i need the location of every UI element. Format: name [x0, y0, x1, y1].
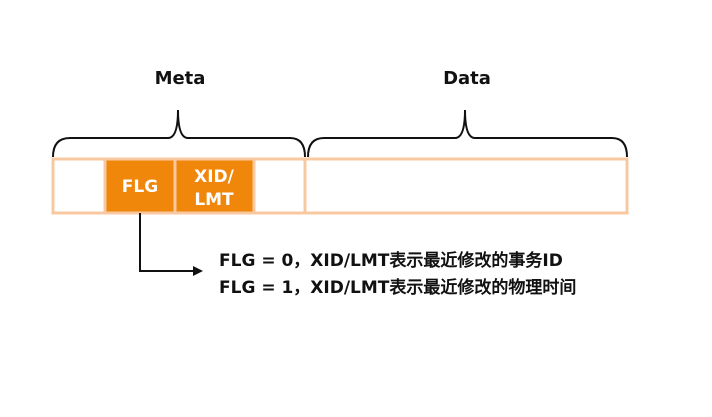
note-flg-0: FLG = 0，XID/LMT表示最近修改的事务ID — [219, 250, 563, 271]
flg-pointer-line — [139, 213, 194, 272]
meta-leading-cell — [51, 157, 107, 215]
xid-lmt-cell — [173, 157, 256, 215]
note-flg-1: FLG = 1，XID/LMT表示最近修改的物理时间 — [219, 277, 576, 298]
data-label: Data — [443, 68, 491, 89]
meta-brace — [52, 109, 306, 158]
meta-trailing-cell — [252, 157, 307, 215]
data-brace — [307, 109, 628, 158]
xid-label-line1: XID/ — [194, 167, 235, 187]
meta-label: Meta — [155, 68, 206, 89]
data-cell — [303, 157, 629, 215]
flg-pointer-arrowhead — [193, 266, 203, 276]
xid-label-line2: LMT — [194, 190, 234, 210]
flg-label: FLG — [122, 177, 158, 197]
